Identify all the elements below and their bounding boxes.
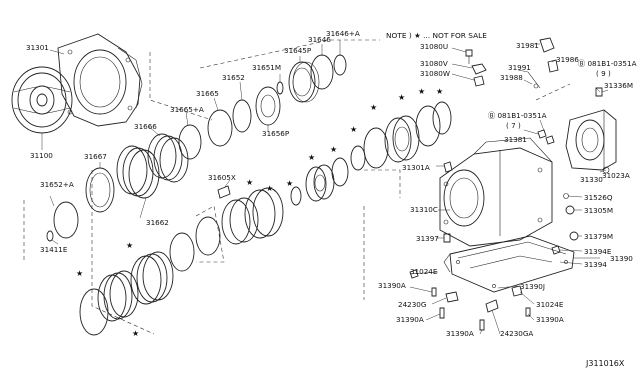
not-for-sale-markers: ★ ★ ★ ★ ★ ★ ★ ★ ★ ★ ★ ★ ★: [76, 87, 443, 338]
label-31080w: 31080W: [420, 69, 450, 78]
label-31381: 31381: [504, 135, 527, 144]
label-31379m: 31379M: [584, 232, 613, 241]
star-marker: ★: [76, 269, 83, 278]
label-31646: 31646: [308, 35, 331, 44]
label-31080u: 31080U: [420, 42, 448, 51]
note-text: NOTE ) ★ ... NOT FOR SALE: [386, 31, 487, 40]
guide-line: [535, 83, 571, 101]
label-31652a: 31652+A: [40, 180, 74, 189]
label-31667: 31667: [84, 152, 107, 161]
star-marker: ★: [246, 178, 253, 187]
converter-housing: [57, 33, 143, 127]
star-marker: ★: [308, 153, 315, 162]
label-31330: 31330: [580, 175, 603, 184]
star-marker: ★: [286, 179, 293, 188]
label-31411e: 31411E: [40, 245, 68, 254]
label-31394e: 31394E: [584, 247, 612, 256]
clutch-rings-lower: [79, 185, 284, 336]
label-31390a-3: 31390A: [536, 315, 564, 324]
label-31024e-right: 31024E: [536, 300, 564, 309]
label-31080v: 31080V: [420, 59, 448, 68]
label-31666: 31666: [134, 122, 157, 131]
oil-pan: [443, 235, 575, 293]
guide-line: [364, 169, 401, 198]
small-hardware: [409, 37, 610, 331]
star-marker: ★: [330, 145, 337, 154]
label-31645p: 31645P: [284, 46, 312, 55]
label-31390j: 31390J: [520, 282, 545, 291]
label-31310c: 31310C: [410, 205, 438, 214]
label-31646a: 31646+A: [326, 29, 360, 38]
label-31301: 31301: [26, 43, 49, 52]
label-31336m: 31336M: [604, 81, 633, 90]
label-31397: 31397: [416, 234, 439, 243]
label-31390a-1: 31390A: [378, 281, 406, 290]
label-24230g: 24230G: [398, 300, 426, 309]
label-31024e-left: 31024E: [410, 267, 438, 276]
label-081b1-upper: Ⓑ 081B1-0351A: [578, 59, 637, 68]
star-marker: ★: [126, 241, 133, 250]
label-31390a-4: 31390A: [446, 329, 474, 338]
star-marker: ★: [132, 329, 139, 338]
part-labels: NOTE ) ★ ... NOT FOR SALE 31301 31100 31…: [26, 29, 637, 368]
transmission-case: [439, 137, 553, 247]
label-31526q: 31526Q: [584, 193, 613, 202]
label-31390: 31390: [610, 254, 633, 263]
label-31986: 31986: [556, 55, 579, 64]
label-31305m: 31305M: [584, 206, 613, 215]
extension-housing: [565, 109, 617, 171]
label-081b1-lower-qty: ( 7 ): [506, 121, 521, 130]
label-31394: 31394: [584, 260, 607, 269]
diagram-code: J311016X: [585, 359, 625, 368]
star-marker: ★: [266, 184, 273, 193]
star-marker: ★: [436, 87, 443, 96]
guide-line: [91, 170, 155, 335]
label-31662: 31662: [146, 218, 169, 227]
star-marker: ★: [398, 93, 405, 102]
guide-line: [199, 39, 380, 69]
star-marker: ★: [418, 87, 425, 96]
label-31100: 31100: [30, 151, 53, 160]
label-31652: 31652: [222, 73, 245, 82]
star-marker: ★: [370, 103, 377, 112]
guide-line: [149, 52, 213, 121]
label-24230ga: 24230GA: [500, 329, 533, 338]
label-31605x: 31605X: [208, 173, 236, 182]
label-31991: 31991: [508, 63, 531, 72]
label-31981: 31981: [516, 41, 539, 50]
leader-lines: [41, 40, 609, 335]
label-31651m: 31651M: [252, 63, 281, 72]
label-31656p: 31656P: [262, 129, 290, 138]
planetary-gears: [290, 101, 452, 206]
label-31301a: 31301A: [402, 163, 430, 172]
label-31023a: 31023A: [602, 171, 630, 180]
guide-line: [195, 205, 225, 263]
torque-converter: [11, 66, 73, 134]
star-marker: ★: [350, 125, 357, 134]
label-081b1-upper-qty: ( 9 ): [596, 69, 611, 78]
label-31665: 31665: [196, 89, 219, 98]
label-31988: 31988: [500, 73, 523, 82]
label-31390a-2: 31390A: [396, 315, 424, 324]
label-081b1-lower: Ⓑ 081B1-0351A: [488, 111, 547, 120]
label-31665a: 31665+A: [170, 105, 204, 114]
